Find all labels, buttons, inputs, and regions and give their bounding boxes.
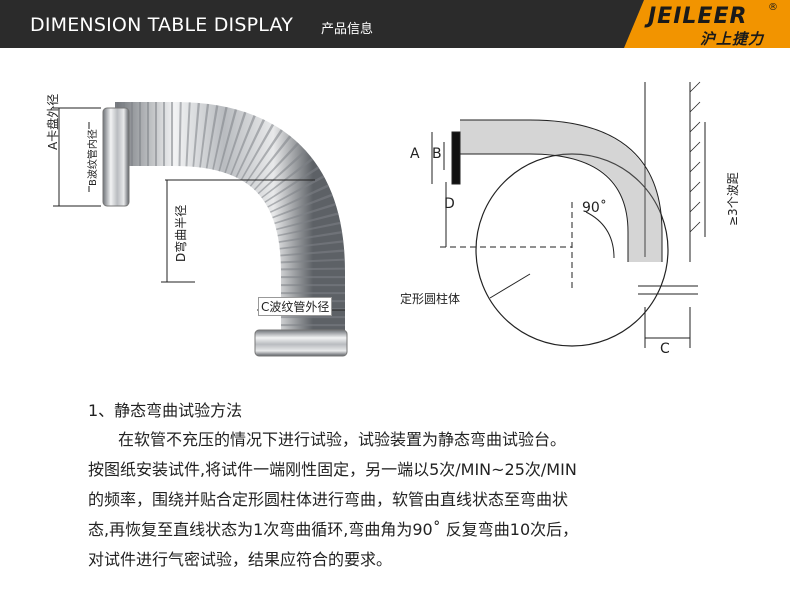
dim-label-c: C (660, 341, 670, 357)
paragraph-line: 的频率，围绕并贴合定形圆柱体进行弯曲，软管由直线状态至弯曲状 (88, 490, 569, 509)
label-c-hose-od: C波纹管外径 (258, 297, 333, 316)
paragraph-line: 在软管不充压的情况下进行试验，试验装置为静态弯曲试验台。 (118, 430, 567, 449)
brand-logo: JEILEER (648, 4, 748, 29)
registered-mark: ® (768, 2, 778, 13)
test-description: 在软管不充压的情况下进行试验，试验装置为静态弯曲试验台。 按图纸安装试件,将试件… (88, 425, 748, 575)
label-b-hose-id: B波纹管内径 (84, 129, 99, 186)
label-a-flange-od: A卡盘外径 (46, 93, 60, 150)
logo-background (624, 0, 790, 48)
pitch-label: ≥3个波距 (726, 172, 740, 226)
bend-test-diagram (431, 81, 706, 348)
label-d-bend-radius: D弯曲半径 (172, 204, 189, 262)
paragraph-line: 按图纸安装试件,将试件一端刚性固定，另一端以5次/MIN~25次/MIN (88, 460, 577, 479)
cylinder-label: 定形圆柱体 (400, 292, 461, 306)
paragraph-line: 态,再恢复至直线状态为1次弯曲循环,弯曲角为90˚ 反复弯曲10次后， (88, 520, 579, 539)
dim-label-b: B (432, 146, 442, 162)
page-title: DIMENSION TABLE DISPLAY (30, 14, 294, 36)
top-flange (102, 107, 130, 207)
angle-label: 90˚ (582, 200, 607, 216)
bottom-flange (254, 329, 348, 357)
section-heading: 1、静态弯曲试验方法 (88, 401, 243, 420)
paragraph-line: 对试件进行气密试验，结果应符合的要求。 (88, 550, 393, 569)
dim-label-d: D (444, 196, 455, 212)
brand-logo-cn: 沪上捷力 (700, 30, 765, 48)
dim-label-a: A (410, 146, 420, 162)
page-subtitle: 产品信息 (321, 22, 374, 37)
